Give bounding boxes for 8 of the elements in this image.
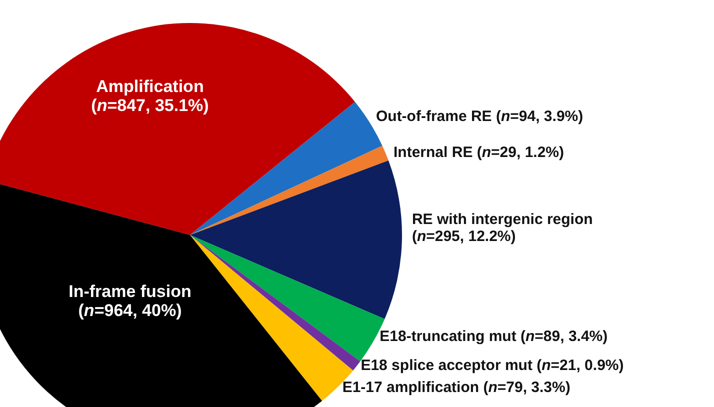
category-label: RE with intergenic region (n=295, 12.2%) <box>412 212 594 246</box>
category-label: E1-17 amplification (n=79, 3.3%) <box>342 380 570 397</box>
slice-label: Amplification (n=847, 35.1%) <box>90 78 210 116</box>
category-label: Out-of-frame RE (n=94, 3.9%) <box>376 108 584 126</box>
slice-label: In-frame fusion (n=964, 40%) <box>68 283 192 320</box>
category-label: E18-truncating mut (n=89, 3.4%) <box>380 328 608 346</box>
category-label: Internal RE (n=29, 1.2%) <box>394 145 564 162</box>
category-label: E18 splice acceptor mut (n=21, 0.9%) <box>360 358 624 374</box>
